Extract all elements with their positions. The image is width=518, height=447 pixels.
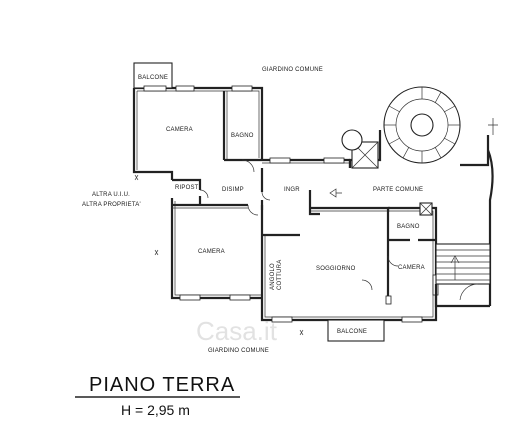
label-soggiorno: SOGGIORNO — [316, 266, 356, 272]
label-giardino-bottom: GIARDINO COMUNE — [208, 348, 269, 354]
label-camera-3: CAMERA — [398, 265, 425, 271]
label-ingr: INGR — [284, 187, 300, 193]
label-bagno-1: BAGNO — [231, 133, 254, 139]
label-balcone-bottom: BALCONE — [337, 329, 367, 335]
boundary-marks — [134, 174, 304, 336]
label-altra-uiu: ALTRA U.I.U. — [92, 192, 130, 198]
label-bagno-2: BAGNO — [397, 224, 420, 230]
label-balcone-top: BALCONE — [138, 75, 168, 81]
label-camera-1: CAMERA — [166, 127, 193, 133]
watermark: Casa.it — [196, 316, 278, 346]
balcony-bottom — [327, 319, 385, 342]
label-altra-proprieta: ALTRA PROPRIETA' — [82, 202, 141, 208]
title-block: PIANO TERRA H = 2,95 m — [75, 374, 240, 418]
label-parte-comune: PARTE COMUNE — [373, 187, 423, 193]
entry-arrow-icon — [329, 188, 342, 198]
common-stairs — [341, 86, 498, 308]
ceiling-height: H = 2,95 m — [121, 402, 190, 418]
label-angolo: ANGOLO — [270, 263, 276, 290]
label-camera-2: CAMERA — [198, 249, 225, 255]
door-swings — [199, 159, 399, 291]
label-disimp: DISIMP — [222, 187, 244, 193]
room-labels: BALCONE GIARDINO COMUNE CAMERA BAGNO RIP… — [82, 67, 425, 354]
label-cottura: COTTURA — [277, 260, 283, 290]
label-ripost: RIPOST — [175, 185, 199, 191]
label-giardino-top: GIARDINO COMUNE — [262, 67, 323, 73]
plan-title: PIANO TERRA — [89, 374, 235, 396]
balcony-top — [133, 62, 173, 89]
interior-walls — [172, 91, 436, 300]
